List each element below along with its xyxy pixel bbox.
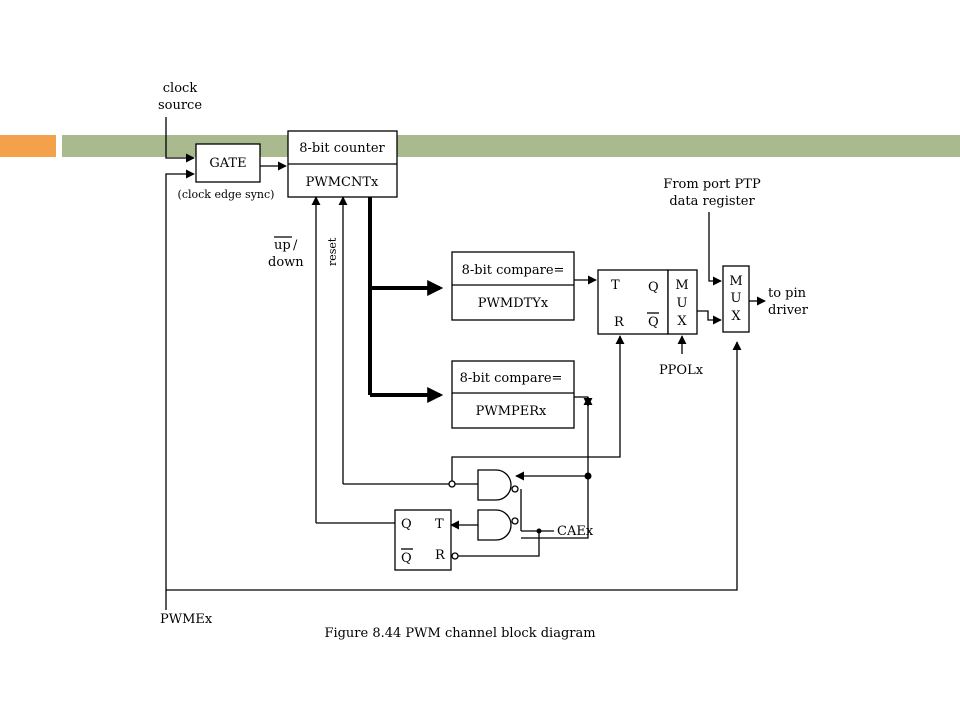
and-gate-upper-bubble xyxy=(511,485,519,493)
clock-wire xyxy=(165,117,195,163)
polarity-mux-x: X xyxy=(677,314,687,329)
down-label: down xyxy=(268,255,304,270)
toggle-ff-t: T xyxy=(611,278,620,293)
compare-duty-box xyxy=(451,251,575,321)
toggle-ff-q: Q xyxy=(648,280,659,295)
caex-label: CAEx xyxy=(557,524,594,539)
compare-duty-title: 8-bit compare= xyxy=(462,263,565,278)
pwmex-wire xyxy=(165,169,195,610)
accent-bar-green xyxy=(62,135,960,157)
pwmex-label: PWMEx xyxy=(160,612,213,627)
counter-name: PWMCNTx xyxy=(306,175,379,190)
ppol-label: PPOLx xyxy=(659,363,704,378)
ff2-r-wire xyxy=(458,531,540,557)
toggle-ff-box xyxy=(597,269,669,335)
from-port-label-1: From port PTP xyxy=(663,177,761,192)
and-gate-lower xyxy=(477,509,512,541)
compare-duty-name: PWMDTYx xyxy=(478,296,549,311)
pwmex-to-mux2-wire xyxy=(166,341,742,591)
updown-ff-r: R xyxy=(435,548,446,563)
updown-ff-box xyxy=(394,509,452,571)
output-mux-x: X xyxy=(731,309,741,324)
output-mux-m: M xyxy=(729,274,742,289)
and-gate-upper xyxy=(477,469,512,501)
updown-ff-t: T xyxy=(435,517,444,532)
ff-reset-wire xyxy=(451,335,625,484)
polarity-mux-box xyxy=(667,269,698,335)
gate-box xyxy=(195,143,261,183)
compare-period-box xyxy=(451,360,575,429)
compare-period-title: 8-bit compare= xyxy=(460,371,563,386)
output-mux-box xyxy=(722,265,750,333)
polarity-mux-u: U xyxy=(677,296,688,311)
junction-gate-out xyxy=(448,480,456,488)
counter-title: 8-bit counter xyxy=(299,141,385,156)
clock-source-label-1: clock xyxy=(163,81,198,96)
compare-period-name: PWMPERx xyxy=(476,404,547,419)
gate-label: GATE xyxy=(209,156,246,171)
junction-period xyxy=(584,472,592,480)
to-pin-label-2: driver xyxy=(768,303,809,318)
gate-note: (clock edge sync) xyxy=(178,188,275,201)
from-port-label-2: data register xyxy=(669,194,755,209)
up-label: up xyxy=(274,238,291,253)
output-mux-u: U xyxy=(731,291,742,306)
toggle-ff-qbar: Q xyxy=(648,315,659,330)
figure-caption: Figure 8.44 PWM channel block diagram xyxy=(324,626,595,641)
to-pin-label-1: to pin xyxy=(768,286,807,301)
updown-ff-qbar: Q xyxy=(401,551,412,566)
updown-ff-r-bubble xyxy=(451,552,459,560)
up-slash: / xyxy=(293,238,298,253)
port-data-wire xyxy=(708,212,722,286)
mux1-to-mux2-wire xyxy=(697,310,722,325)
polarity-mux-m: M xyxy=(675,278,688,293)
updown-ff-q: Q xyxy=(401,517,412,532)
toggle-ff-r: R xyxy=(614,315,625,330)
accent-bar-orange xyxy=(0,135,56,157)
clock-source-label-2: source xyxy=(158,98,202,113)
reset-label: reset xyxy=(326,237,339,266)
and-gate-lower-bubble xyxy=(511,517,519,525)
period-feedback-wire xyxy=(521,396,593,539)
